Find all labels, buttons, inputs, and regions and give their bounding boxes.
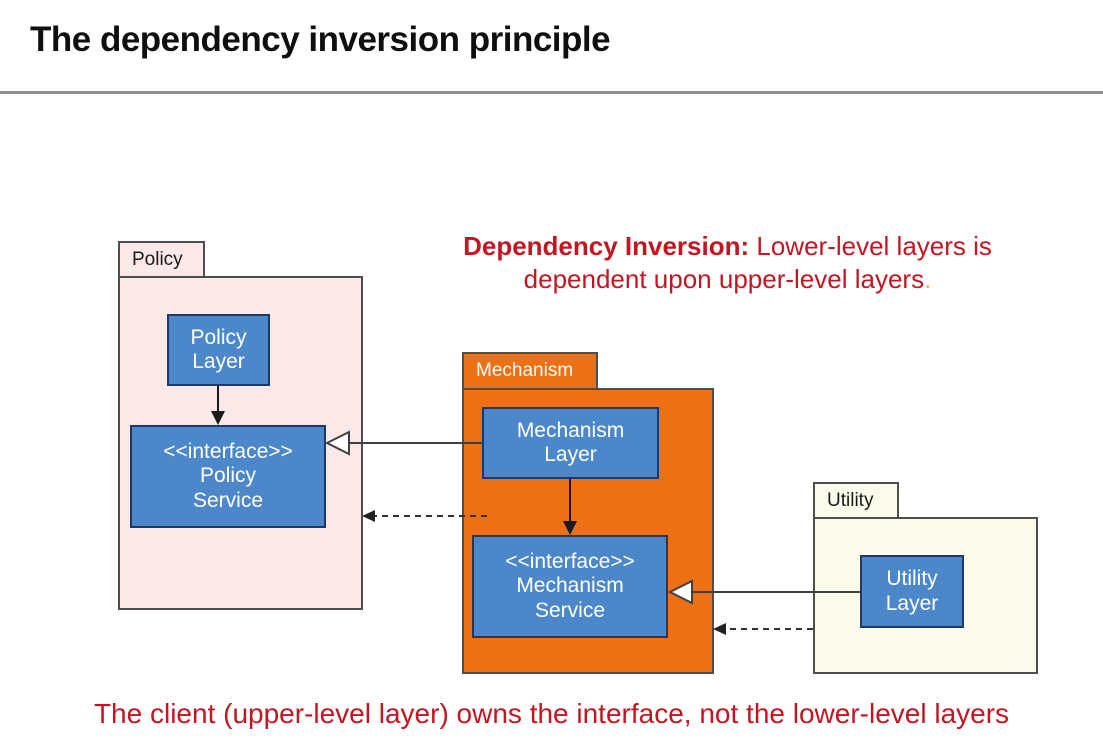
page-title: The dependency inversion principle <box>30 20 611 59</box>
node-line: Utility <box>886 567 938 591</box>
title-divider <box>0 91 1103 94</box>
node-line: Service <box>192 488 264 512</box>
node-policy-layer: Policy Layer <box>167 314 270 386</box>
node-line: Layer <box>544 443 597 466</box>
bottom-caption: The client (upper-level layer) owns the … <box>93 698 1010 729</box>
node-line: <<interface>> <box>163 439 293 463</box>
node-mechanism-service-interface: <<interface>> Mechanism Service <box>472 535 668 638</box>
dashed-dependency-utility-to-mechanism <box>713 623 813 635</box>
node-line: Layer <box>192 350 245 373</box>
note-lead-bold: Dependency Inversion: <box>463 231 750 261</box>
node-line: Mechanism <box>516 574 624 598</box>
node-line: Layer <box>885 591 939 615</box>
node-mechanism-layer: Mechanism Layer <box>482 407 659 479</box>
node-line: Service <box>534 598 606 622</box>
node-line: <<interface>> <box>505 549 635 573</box>
node-line: Policy <box>190 325 247 349</box>
node-line: Policy <box>199 464 257 488</box>
package-utility-tab: Utility <box>813 482 899 519</box>
dependency-inversion-note: Dependency Inversion: Lower-level layers… <box>415 230 1040 296</box>
note-line2: dependent upon upper-level layers <box>523 263 925 294</box>
node-policy-service-interface: <<interface>> Policy Service <box>130 425 326 528</box>
package-utility-label: Utility <box>827 489 874 511</box>
node-line: Mechanism <box>516 418 625 442</box>
note-line1-rest: Lower-level layers is <box>749 231 992 261</box>
package-mechanism-tab: Mechanism <box>462 352 598 390</box>
package-mechanism-label: Mechanism <box>476 360 574 381</box>
package-policy-label: Policy <box>132 248 183 270</box>
node-utility-layer: Utility Layer <box>860 555 964 628</box>
package-policy-tab: Policy <box>118 241 205 278</box>
note-period: . <box>924 263 932 294</box>
